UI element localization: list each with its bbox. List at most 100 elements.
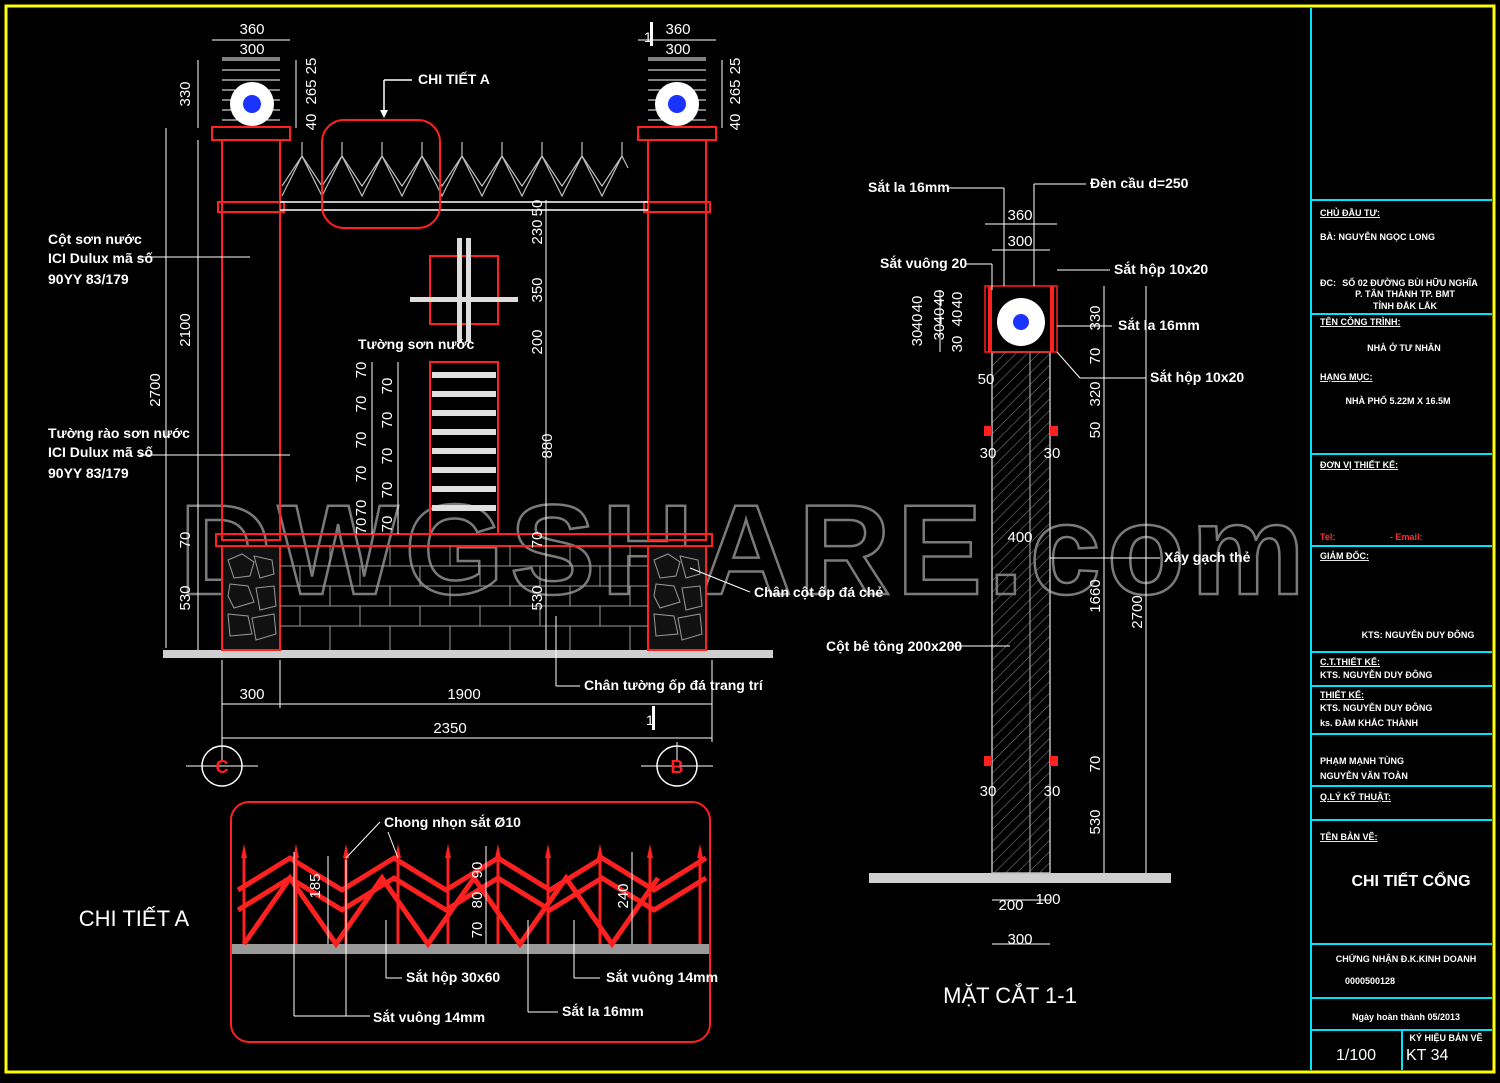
note-brick: Xây gạch thẻ — [1164, 549, 1251, 565]
note-spike: Chong nhọn sắt Ø10 — [384, 813, 521, 830]
svg-text:50: 50 — [1087, 422, 1104, 439]
gate-elevation: CHI TIẾT A — [48, 21, 883, 787]
svg-text:200: 200 — [529, 329, 546, 354]
slat-panel — [429, 361, 499, 535]
note-wall-paint: Tường sơn nước — [358, 336, 474, 352]
svg-text:40: 40 — [303, 114, 320, 131]
right-lamp — [648, 59, 706, 126]
svg-text:25: 25 — [303, 58, 320, 75]
svg-text:40: 40 — [949, 310, 966, 327]
detail-a-base-bar — [232, 944, 709, 954]
note-flat-top: Sắt la 16mm — [868, 178, 950, 195]
svg-text:40: 40 — [909, 296, 926, 313]
svg-text:70: 70 — [353, 518, 370, 535]
detail-a: CHI TIẾT A Chong nhọn sắt Ø10 Sắt hộp 30… — [79, 801, 718, 1043]
svg-text:70: 70 — [353, 500, 370, 517]
svg-text:CHỨNG NHẬN Đ.K.KINH DOANH: CHỨNG NHẬN Đ.K.KINH DOANH — [1336, 953, 1476, 964]
svg-text:80: 80 — [469, 892, 486, 909]
cross-panel — [429, 255, 499, 325]
section-mark-bottom: 1 — [646, 712, 654, 728]
svg-text:90: 90 — [469, 862, 486, 879]
svg-text:SỐ 02 ĐƯỜNG BÙI HỮU NGHĨA: SỐ 02 ĐƯỜNG BÙI HỮU NGHĨA — [1342, 277, 1478, 288]
svg-text:70: 70 — [379, 448, 396, 465]
svg-text:360: 360 — [239, 21, 264, 38]
svg-text:320: 320 — [1087, 381, 1104, 406]
note-box-30x60: Sắt hộp 30x60 — [406, 968, 500, 985]
section-dims-right: 330 70 320 50 1660 2700 70 530 — [1087, 305, 1146, 834]
svg-text:40: 40 — [909, 314, 926, 331]
section-ground — [869, 873, 1171, 883]
svg-text:C: C — [216, 757, 229, 777]
note-flat: Sắt la 16mm — [562, 1002, 644, 1019]
left-cap — [211, 126, 291, 141]
svg-text:30: 30 — [949, 336, 966, 353]
svg-text:230: 230 — [529, 219, 546, 244]
svg-text:1660: 1660 — [1087, 579, 1104, 612]
note-wall-base: Chân tường ốp đá trang trí — [584, 677, 764, 693]
svg-text:530: 530 — [177, 585, 194, 610]
svg-text:HẠNG MỤC:: HẠNG MỤC: — [1320, 372, 1373, 382]
svg-text:70: 70 — [379, 482, 396, 499]
note-square-left: Sắt vuông 14mm — [373, 1008, 485, 1025]
svg-text:70: 70 — [379, 516, 396, 533]
section-title: MẶT CẮT 1-1 — [943, 983, 1077, 1008]
note-fence-paint-2: ICI Dulux mã số — [48, 444, 153, 460]
svg-text:TỈNH ĐẮK LẮK: TỈNH ĐẮK LẮK — [1373, 300, 1437, 311]
svg-text:100: 100 — [1035, 891, 1060, 908]
note-concrete: Cột bê tông 200x200 — [826, 638, 962, 654]
detail-a-callout: CHI TIẾT A — [418, 71, 490, 87]
svg-text:40: 40 — [949, 292, 966, 309]
section-column — [991, 351, 1051, 874]
svg-text:PHẠM MẠNH TÙNG: PHẠM MẠNH TÙNG — [1320, 755, 1404, 766]
svg-text:50: 50 — [529, 200, 546, 217]
right-cap — [637, 126, 717, 141]
detail-a-frame — [230, 801, 711, 1043]
svg-text:2100: 2100 — [177, 313, 194, 346]
svg-text:330: 330 — [1087, 305, 1104, 330]
svg-text:330: 330 — [177, 81, 194, 106]
svg-text:360: 360 — [1007, 207, 1032, 224]
section-lamp-cage — [984, 285, 1058, 353]
svg-text:- Email:: - Email: — [1390, 532, 1423, 542]
svg-text:70: 70 — [353, 432, 370, 449]
note-square20: Sắt vuông 20 — [880, 254, 967, 271]
svg-text:P. TÂN THÀNH TP. BMT: P. TÂN THÀNH TP. BMT — [1355, 288, 1455, 299]
svg-text:50: 50 — [978, 371, 995, 388]
svg-text:300: 300 — [665, 41, 690, 58]
svg-text:350: 350 — [529, 277, 546, 302]
svg-text:KTS. NGUYỄN DUY ĐÔNG: KTS. NGUYỄN DUY ĐÔNG — [1320, 702, 1432, 713]
note-flat-mid: Sắt la 16mm — [1118, 316, 1200, 333]
svg-text:0000500128: 0000500128 — [1345, 976, 1395, 986]
right-stone-base — [647, 545, 707, 651]
svg-text:30: 30 — [909, 330, 926, 347]
svg-text:BÀ: NGUYỄN NGỌC LONG: BÀ: NGUYỄN NGỌC LONG — [1320, 231, 1435, 242]
svg-text:70: 70 — [1087, 756, 1104, 773]
svg-text:240: 240 — [615, 883, 632, 908]
svg-text:200: 200 — [998, 897, 1023, 914]
svg-text:530: 530 — [1087, 809, 1104, 834]
svg-text:NGUYỄN VĂN TOÀN: NGUYỄN VĂN TOÀN — [1320, 770, 1408, 781]
svg-text:ĐC:: ĐC: — [1320, 278, 1336, 288]
note-fence-paint-1: Tường rào sơn nước — [48, 425, 190, 441]
svg-text:360: 360 — [665, 21, 690, 38]
svg-text:30: 30 — [931, 324, 948, 341]
left-stone-base — [221, 545, 281, 651]
svg-text:265: 265 — [727, 79, 744, 104]
svg-text:70: 70 — [353, 466, 370, 483]
svg-text:GIÁM ĐỐC:: GIÁM ĐỐC: — [1320, 550, 1369, 561]
note-column-paint-2: ICI Dulux mã số — [48, 250, 153, 266]
title-block — [1310, 8, 1492, 1070]
fence-spikes — [281, 142, 629, 198]
svg-text:70: 70 — [1087, 348, 1104, 365]
watermark: DWGSHARE.com — [179, 479, 1311, 622]
brick-wall-base — [280, 546, 648, 650]
sheet-number: KT 34 — [1406, 1047, 1449, 1064]
drawing-name: CHI TIẾT CỔNG — [1351, 871, 1470, 890]
detail-a-title: CHI TIẾT A — [79, 906, 190, 931]
svg-text:CHỦ ĐẦU TƯ:: CHỦ ĐẦU TƯ: — [1320, 207, 1380, 218]
svg-text:185: 185 — [307, 873, 324, 898]
note-column-base: Chân cột ốp đá chẻ — [754, 584, 883, 600]
detail-a-callout-bubble — [321, 119, 441, 229]
note-lamp: Đèn cầu d=250 — [1090, 175, 1189, 191]
